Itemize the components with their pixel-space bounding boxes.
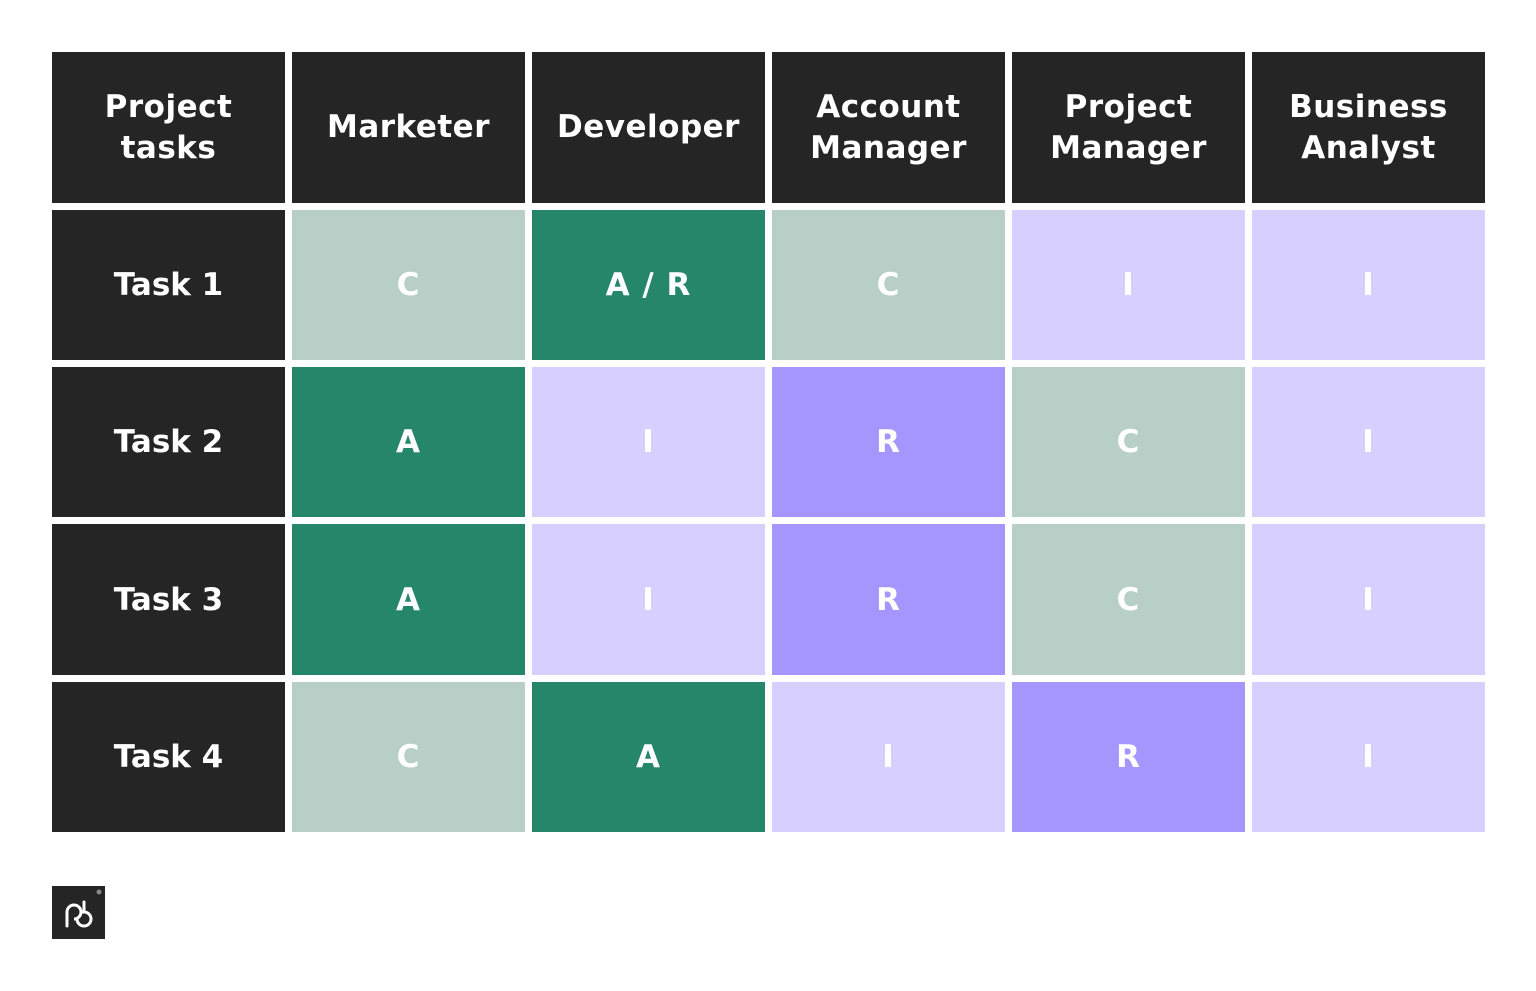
matrix-cell: I xyxy=(532,524,765,675)
matrix-cell: R xyxy=(772,367,1005,517)
matrix-cell: I xyxy=(1012,210,1245,360)
header-role-developer: Developer xyxy=(532,52,765,203)
header-label: Developer xyxy=(557,109,740,145)
header-label: Marketer xyxy=(327,109,490,145)
matrix-cell: I xyxy=(1252,367,1485,517)
matrix-cell: C xyxy=(1012,367,1245,517)
header-label: Business Analyst xyxy=(1289,88,1448,166)
matrix-cell: C xyxy=(1012,524,1245,675)
header-role-project-manager: Project Manager xyxy=(1012,52,1245,203)
matrix-cell: R xyxy=(1012,682,1245,832)
matrix-cell: I xyxy=(1252,210,1485,360)
matrix-cell: A / R xyxy=(532,210,765,360)
matrix-cell: I xyxy=(532,367,765,517)
header-label: Account Manager xyxy=(810,88,967,166)
header-role-account-manager: Account Manager xyxy=(772,52,1005,203)
matrix-cell: C xyxy=(292,210,525,360)
matrix-cell: I xyxy=(1252,682,1485,832)
header-role-business-analyst: Business Analyst xyxy=(1252,52,1485,203)
matrix-cell: I xyxy=(1252,524,1485,675)
task-label: Task 1 xyxy=(52,210,285,360)
matrix-cell: R xyxy=(772,524,1005,675)
matrix-cell: A xyxy=(292,367,525,517)
header-label: Project tasks xyxy=(104,88,233,166)
task-label: Task 3 xyxy=(52,524,285,675)
matrix-cell: C xyxy=(772,210,1005,360)
header-label: Project Manager xyxy=(1050,88,1207,166)
matrix-cell: A xyxy=(532,682,765,832)
matrix-cell: A xyxy=(292,524,525,675)
header-project-tasks: Project tasks xyxy=(52,52,285,203)
raci-matrix: Project tasks Marketer Developer Account… xyxy=(52,52,1485,832)
pd-logo-icon xyxy=(52,886,105,939)
header-role-marketer: Marketer xyxy=(292,52,525,203)
matrix-cell: I xyxy=(772,682,1005,832)
task-label: Task 4 xyxy=(52,682,285,832)
matrix-cell: C xyxy=(292,682,525,832)
task-label: Task 2 xyxy=(52,367,285,517)
